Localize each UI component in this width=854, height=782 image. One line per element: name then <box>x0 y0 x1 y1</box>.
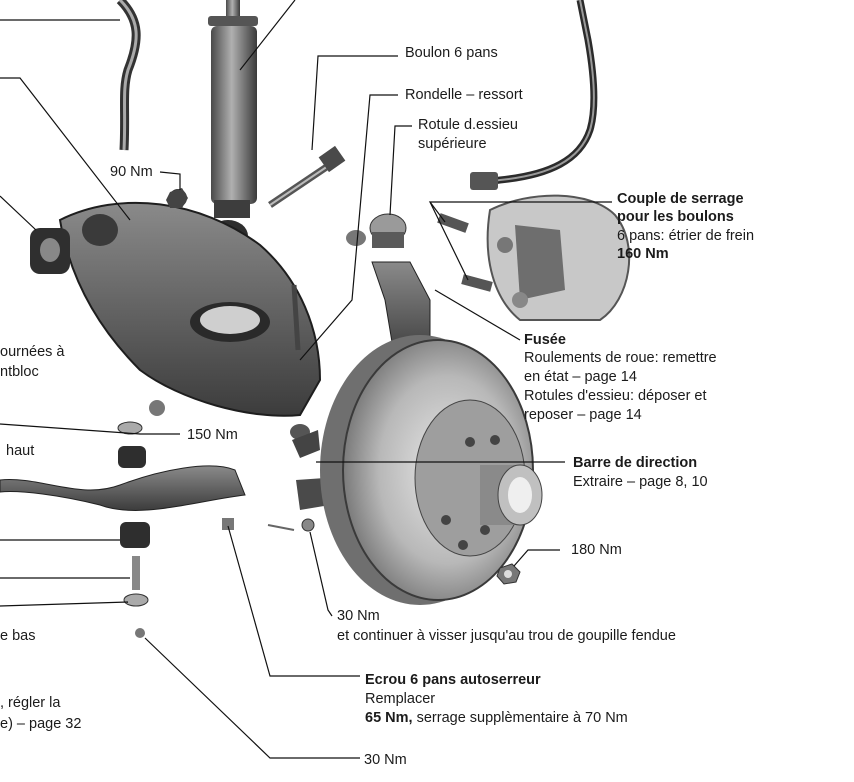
label-left-regler: , régler la <box>0 695 61 711</box>
label-30nm-a: 30 Nm <box>337 608 380 624</box>
label-couple-line1: Couple de serrage <box>617 191 744 207</box>
label-fusee-line1: Roulements de roue: remettre <box>524 350 717 366</box>
label-ecrou-line1: Remplacer <box>365 691 436 707</box>
label-left-page32: e) – page 32 <box>0 716 82 732</box>
label-ecrou-line2: 65 Nm, serrage supplèmentaire à 70 Nm <box>365 709 628 727</box>
leader-lines <box>0 0 612 759</box>
tie-rod-end <box>267 424 330 532</box>
label-left-ntbloc: ntbloc <box>0 364 39 380</box>
label-30nm-a-note: et continuer à visser jusqu'au trou de g… <box>337 628 676 644</box>
brake-caliper <box>437 194 631 321</box>
ecrou-torque-rest: serrage supplèmentaire à 70 Nm <box>412 710 628 726</box>
label-fusee-line2: en état – page 14 <box>524 369 637 385</box>
label-180nm: 180 Nm <box>571 542 622 558</box>
label-barre-sub: Extraire – page 8, 10 <box>573 474 708 490</box>
label-left-tournees: ournées à <box>0 344 65 360</box>
label-30nm-b: 30 Nm <box>364 752 407 768</box>
label-fusee-line4: reposer – page 14 <box>524 407 642 423</box>
small-nut <box>166 188 188 208</box>
brake-hose <box>470 0 598 190</box>
label-couple-line2: pour les boulons <box>617 209 734 225</box>
label-left-haut: haut <box>6 443 35 459</box>
label-boulon: Boulon 6 pans <box>405 45 498 61</box>
shock-absorber <box>208 0 258 252</box>
label-rotule-line2: supérieure <box>418 136 487 152</box>
brake-disc <box>320 335 543 605</box>
label-couple-line4: 160 Nm <box>617 246 669 262</box>
label-left-bas: e bas <box>0 628 36 644</box>
lower-parts <box>0 400 246 638</box>
label-90nm: 90 Nm <box>110 164 153 180</box>
label-barre-title: Barre de direction <box>573 455 698 471</box>
label-fusee-line3: Rotules d'essieu: déposer et <box>524 388 707 404</box>
label-rondelle: Rondelle – ressort <box>405 87 523 103</box>
label-fusee-title: Fusée <box>524 332 566 348</box>
control-arm <box>30 189 322 417</box>
hex-bolt <box>268 145 346 208</box>
label-couple-line3: 6 pans: étrier de frein <box>617 228 755 244</box>
stabilizer-bar <box>116 0 141 151</box>
label-rotule-line1: Rotule d.essieu <box>418 117 518 133</box>
axle-nut <box>496 563 521 585</box>
label-150nm: 150 Nm <box>187 427 238 443</box>
label-ecrou-title: Ecrou 6 pans autoserreur <box>365 672 541 688</box>
ecrou-torque-value: 65 Nm, <box>365 710 413 726</box>
